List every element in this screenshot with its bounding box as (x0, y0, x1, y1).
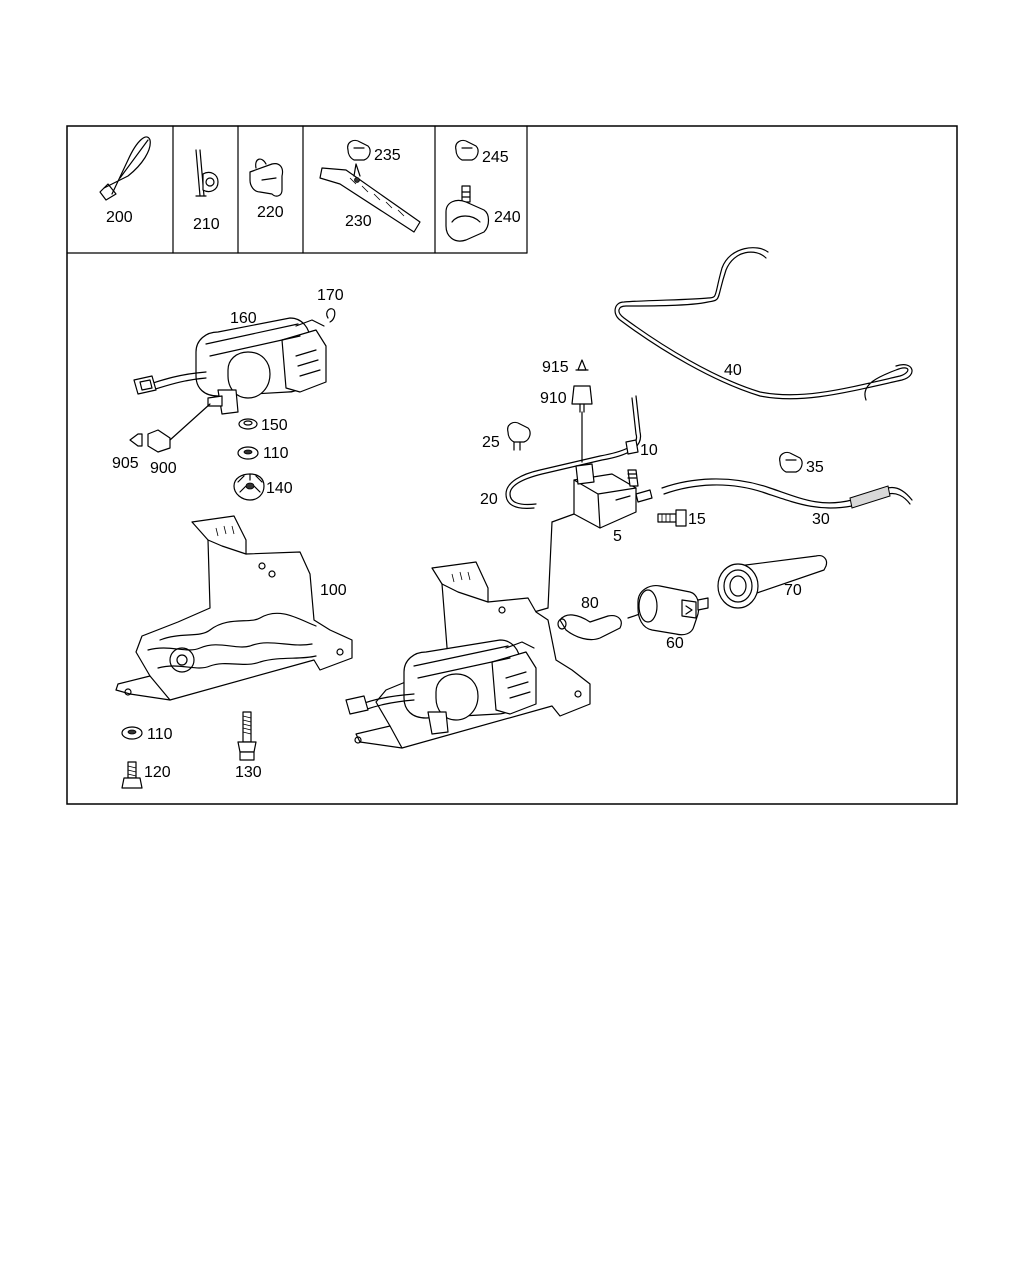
label-915: 915 (542, 359, 569, 376)
clip-part-25 (507, 421, 531, 451)
label-130: 130 (235, 764, 262, 781)
label-910: 910 (540, 390, 567, 407)
label-100: 100 (320, 582, 347, 599)
label-245: 245 (482, 149, 509, 166)
compressor-assembly (345, 561, 591, 749)
clip-part-245 (455, 139, 479, 161)
valve-block-part-5 (573, 463, 653, 529)
label-900: 900 (150, 460, 177, 477)
label-5: 5 (613, 528, 622, 545)
label-160: 160 (230, 310, 257, 327)
filter-part-60 (627, 585, 709, 636)
bolt-part-130 (237, 711, 257, 761)
label-25: 25 (482, 434, 500, 451)
intake-part-70 (717, 555, 828, 609)
air-line-part-40 (614, 247, 913, 401)
plug-part-905 (129, 433, 143, 447)
label-200: 200 (106, 209, 133, 226)
mount-part-140 (233, 473, 265, 501)
cable-tie-part (99, 136, 151, 201)
label-150: 150 (261, 417, 288, 434)
label-235: 235 (374, 147, 401, 164)
label-110-bottom: 110 (147, 726, 173, 743)
clip-part-35 (779, 451, 803, 473)
label-70: 70 (784, 582, 802, 599)
label-140: 140 (266, 480, 293, 497)
label-120: 120 (144, 764, 171, 781)
label-220: 220 (257, 204, 284, 221)
bolt-part-120 (121, 761, 143, 789)
washer-part-110-top (237, 446, 259, 460)
bolt-part-15 (657, 509, 687, 527)
diagram-frame (66, 125, 958, 805)
label-40: 40 (724, 362, 742, 379)
connector-part-910 (571, 385, 593, 463)
label-15: 15 (688, 511, 706, 528)
fitting-part-10 (625, 439, 639, 455)
label-240: 240 (494, 209, 521, 226)
hose-part-80 (557, 614, 622, 641)
plug-part-915 (575, 359, 589, 371)
label-110-top: 110 (263, 445, 289, 462)
label-170: 170 (317, 287, 344, 304)
label-905: 905 (112, 455, 139, 472)
label-60: 60 (666, 635, 684, 652)
cable-strap-part (319, 163, 421, 233)
label-80: 80 (581, 595, 599, 612)
label-10: 10 (640, 442, 658, 459)
leader-line-valve (551, 513, 575, 523)
small-parts-grid (66, 125, 528, 254)
label-35: 35 (806, 459, 824, 476)
clamp-part-170 (326, 308, 336, 323)
label-210: 210 (193, 216, 220, 233)
washer-part-110-bottom (121, 726, 143, 740)
label-30: 30 (812, 511, 830, 528)
compressor-part-160 (133, 317, 327, 415)
clip-part-210 (195, 149, 219, 197)
bracket-part-100 (115, 515, 353, 701)
air-line-part-30 (661, 478, 913, 509)
clip-part-240 (445, 185, 490, 242)
label-230: 230 (345, 213, 372, 230)
label-20: 20 (480, 491, 498, 508)
clip-part-220 (249, 158, 284, 197)
leader-line-assembly (547, 521, 553, 609)
clip-part-235 (347, 139, 371, 161)
connector-part-900 (147, 403, 211, 453)
washer-part-150 (238, 418, 258, 430)
